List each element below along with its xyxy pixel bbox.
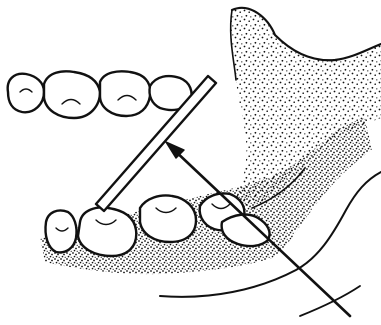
upper-tooth-3 xyxy=(100,71,150,116)
lower-tooth-2 xyxy=(78,208,136,256)
upper-tooth-2 xyxy=(44,71,100,118)
lower-tooth-3 xyxy=(140,196,196,243)
upper-tooth-1 xyxy=(8,74,44,113)
upper-teeth xyxy=(8,71,192,118)
